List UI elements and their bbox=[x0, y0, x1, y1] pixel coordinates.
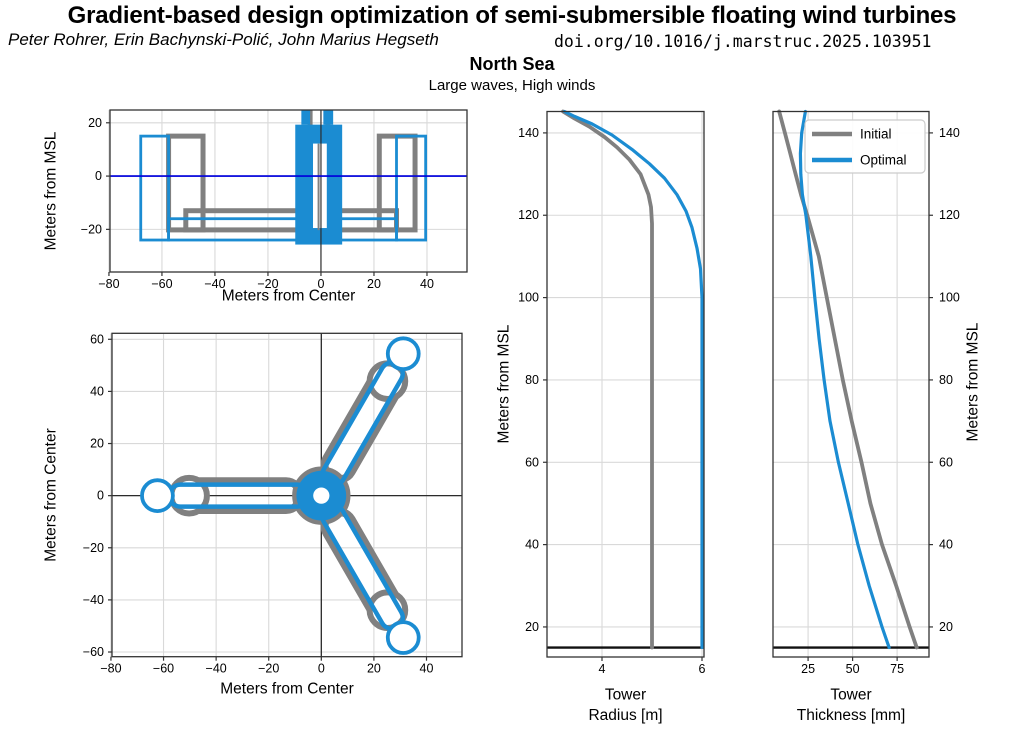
y-tick-label: 40 bbox=[90, 384, 104, 398]
y-tick-label: −20 bbox=[83, 541, 104, 555]
y-tick-label: 100 bbox=[518, 291, 539, 305]
y-tick-label: 60 bbox=[939, 455, 953, 469]
optimal-outer-column bbox=[385, 620, 421, 655]
optimal-structure-outline bbox=[139, 134, 170, 242]
top_view-panel bbox=[110, 333, 462, 657]
x-axis-label: Radius [m] bbox=[588, 707, 662, 724]
y-tick-label: 120 bbox=[518, 208, 539, 222]
y-axis-label: Meters from Center bbox=[43, 428, 60, 562]
legend-label-optimal: Optimal bbox=[860, 153, 907, 168]
y-axis-label: Meters from MSL bbox=[965, 322, 982, 441]
y-tick-label: 0 bbox=[95, 169, 102, 183]
doi-text: doi.org/10.1016/j.marstruc.2025.103951 bbox=[554, 32, 932, 51]
optimal-structure-outline bbox=[167, 217, 398, 242]
x-tick-label: 25 bbox=[801, 662, 815, 676]
y-tick-label: −20 bbox=[81, 222, 102, 236]
initial-curve bbox=[561, 109, 654, 650]
optimal-structure-fill bbox=[301, 110, 311, 125]
x-tick-label: −20 bbox=[257, 277, 278, 291]
y-tick-label: 120 bbox=[939, 208, 960, 222]
y-tick-label: 20 bbox=[525, 620, 539, 634]
x-tick-label: 75 bbox=[890, 662, 904, 676]
x-axis-label: Meters from Center bbox=[220, 681, 354, 698]
x-tick-label: 50 bbox=[846, 662, 860, 676]
y-tick-label: 80 bbox=[525, 373, 539, 387]
x-tick-label: 4 bbox=[599, 662, 606, 676]
y-tick-label: 60 bbox=[525, 455, 539, 469]
x-tick-label: 20 bbox=[367, 662, 381, 676]
plot-border bbox=[772, 110, 930, 658]
y-tick-label: −60 bbox=[83, 645, 104, 659]
plot-border bbox=[546, 110, 705, 658]
y-tick-label: 0 bbox=[97, 489, 104, 503]
y-tick-label: 60 bbox=[90, 332, 104, 346]
x-tick-label: 0 bbox=[318, 662, 325, 676]
x-tick-label: 6 bbox=[699, 662, 706, 676]
plot-border bbox=[111, 332, 463, 658]
subtitle-location: North Sea bbox=[469, 54, 555, 74]
x-axis-label: Tower bbox=[830, 687, 871, 704]
x-axis-label: Thickness [mm] bbox=[797, 707, 906, 724]
y-tick-label: 20 bbox=[88, 116, 102, 130]
x-tick-label: −40 bbox=[206, 662, 227, 676]
y-tick-label: 100 bbox=[939, 291, 960, 305]
optimal-outer-column bbox=[140, 478, 175, 513]
authors-line: Peter Rohrer, Erin Bachynski-Polić, John… bbox=[8, 30, 439, 49]
x-tick-label: −20 bbox=[258, 662, 279, 676]
y-tick-label: 140 bbox=[939, 126, 960, 140]
x-axis-label: Meters from Center bbox=[222, 288, 356, 305]
y-axis-label: Meters from MSL bbox=[43, 131, 60, 250]
optimal-curve bbox=[798, 109, 891, 650]
optimal-structure-outline bbox=[395, 134, 428, 242]
optimal-structure-fill bbox=[323, 110, 334, 125]
legend-label-initial: Initial bbox=[860, 127, 892, 142]
y-axis-label: Meters from MSL bbox=[496, 324, 513, 443]
x-tick-label: −80 bbox=[98, 277, 119, 291]
optimal-center-hole bbox=[313, 487, 330, 504]
y-tick-label: 20 bbox=[939, 620, 953, 634]
side_view-panel bbox=[108, 110, 467, 272]
subtitle-conditions: Large waves, High winds bbox=[428, 77, 596, 94]
optimal-curve bbox=[562, 109, 704, 650]
side-view-geometry bbox=[110, 110, 467, 272]
x-tick-label: −60 bbox=[153, 662, 174, 676]
plot-border bbox=[109, 109, 468, 273]
optimal-outer-column bbox=[385, 336, 421, 372]
tower_radius-panel bbox=[547, 109, 704, 657]
y-tick-label: 40 bbox=[939, 538, 953, 552]
x-tick-label: 20 bbox=[367, 277, 381, 291]
x-tick-label: 0 bbox=[317, 277, 324, 291]
y-tick-label: 80 bbox=[939, 373, 953, 387]
x-tick-label: 40 bbox=[420, 277, 434, 291]
top_view-axes: −80 −60 −40 −20 0 20 40 −60 −40 −20 0 20 40 60Meters … bbox=[43, 332, 463, 698]
column-cutout bbox=[313, 143, 327, 229]
x-tick-label: 40 bbox=[420, 662, 434, 676]
x-axis-label: Tower bbox=[605, 687, 646, 704]
x-tick-label: −40 bbox=[204, 277, 225, 291]
figure-title: Gradient-based design optimization of se… bbox=[67, 2, 957, 29]
x-tick-label: −60 bbox=[151, 277, 172, 291]
initial-curve bbox=[777, 109, 919, 650]
x-tick-label: −80 bbox=[100, 662, 121, 676]
y-tick-label: 40 bbox=[525, 538, 539, 552]
initial-structure-outline bbox=[183, 208, 400, 233]
y-tick-label: 140 bbox=[518, 126, 539, 140]
y-tick-label: −40 bbox=[83, 593, 104, 607]
y-tick-label: 20 bbox=[90, 437, 104, 451]
